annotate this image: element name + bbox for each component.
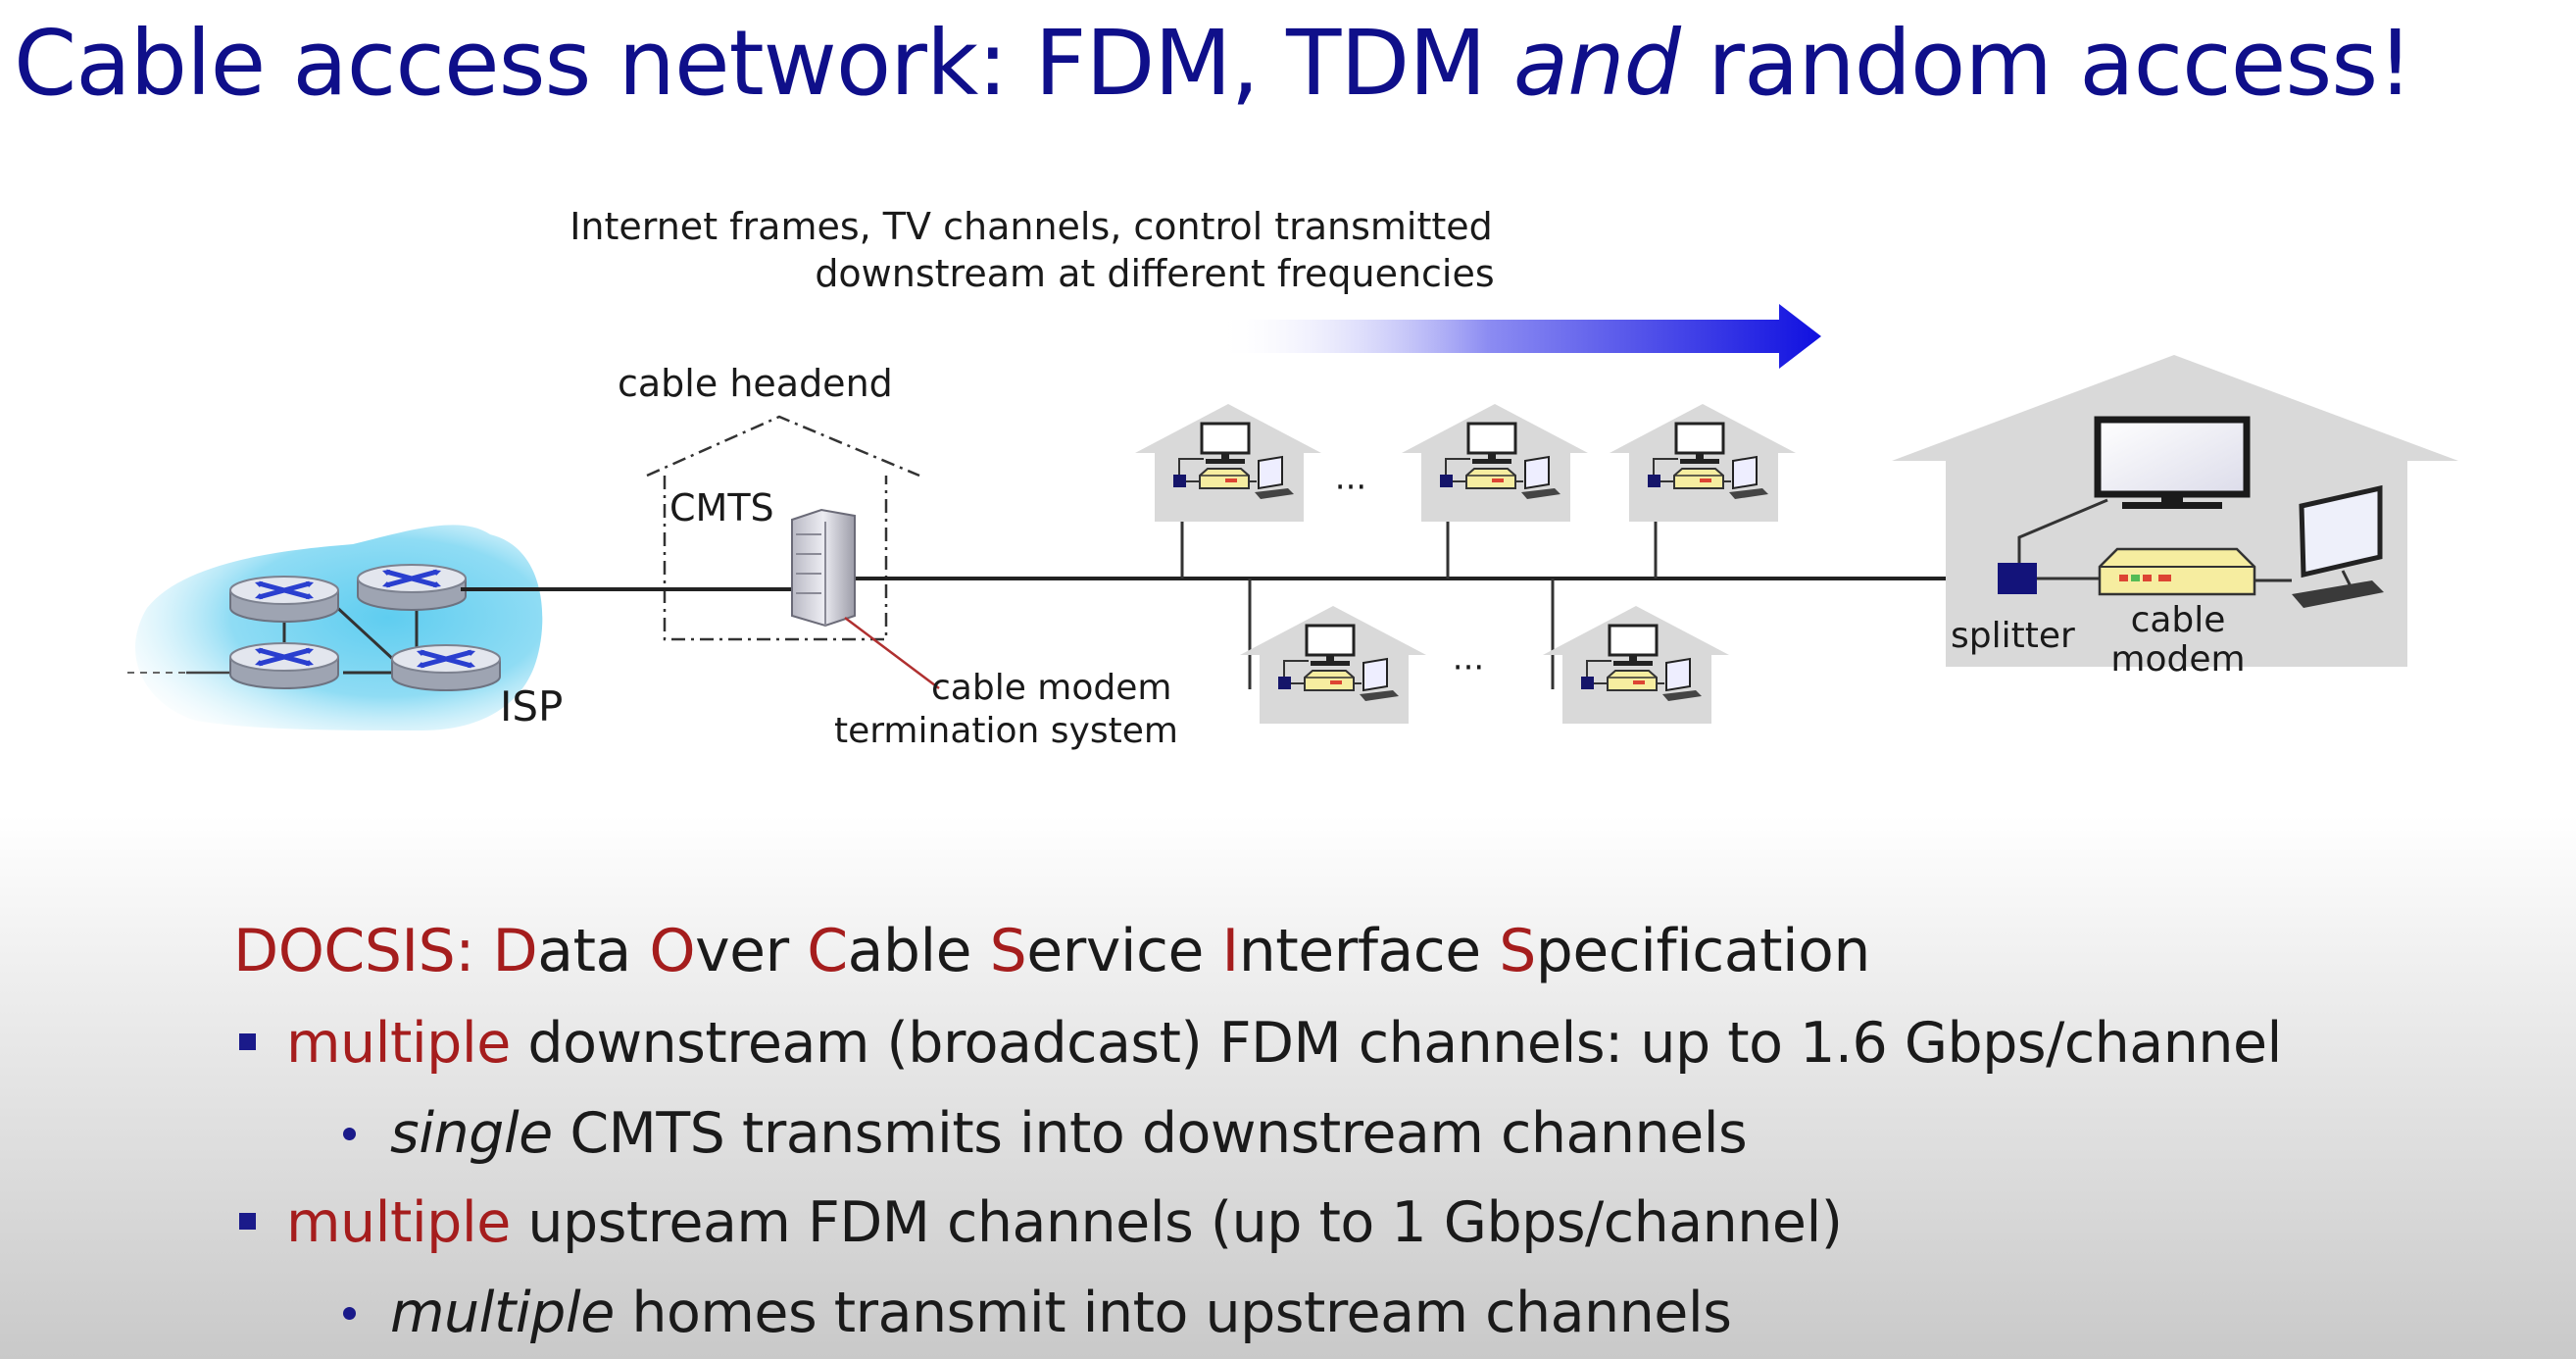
splitter-label: splitter bbox=[1951, 616, 2075, 656]
cmts-label: CMTS bbox=[669, 486, 774, 529]
bullet-single-cmts: single CMTS transmits into downstream ch… bbox=[390, 1094, 1748, 1173]
downstream-note-line-1: Internet frames, TV channels, control tr… bbox=[570, 205, 1493, 248]
docsis-initial: I bbox=[1221, 917, 1239, 985]
bullet-text: CMTS transmits into downstream channels bbox=[552, 1101, 1748, 1166]
bullet-text: downstream (broadcast) FDM channels: up … bbox=[510, 1011, 2282, 1076]
docsis-word-rest: pecification bbox=[1535, 917, 1871, 985]
bullet-multiple-homes: multiple homes transmit into upstream ch… bbox=[390, 1274, 1732, 1352]
modem-label-line-1: cable bbox=[2131, 600, 2226, 640]
docsis-word-rest: nterface bbox=[1238, 917, 1500, 985]
splitter-icon bbox=[1998, 563, 2037, 594]
bullet-emphasis: multiple bbox=[390, 1281, 615, 1345]
house-icon bbox=[1133, 402, 1323, 524]
slide-title: Cable access network: FDM, TDM and rando… bbox=[14, 0, 2413, 127]
cmts-desc-line-1: cable modem bbox=[931, 668, 1171, 708]
bullet-dot-icon bbox=[343, 1307, 356, 1320]
bullet-square-icon bbox=[239, 1033, 256, 1050]
ellipsis-lower: ··· bbox=[1453, 648, 1484, 687]
docsis-word-rest: ata bbox=[537, 917, 650, 985]
headend-label: cable headend bbox=[618, 362, 893, 405]
bullet-downstream: multiple downstream (broadcast) FDM chan… bbox=[286, 1004, 2282, 1082]
isp-cloud bbox=[135, 525, 543, 730]
title-emphasis: and bbox=[1512, 11, 1681, 116]
modem-label-line-2: modem bbox=[2110, 639, 2245, 680]
isp-label: ISP bbox=[500, 682, 563, 730]
docsis-initial: C bbox=[807, 917, 848, 985]
house-icon bbox=[1608, 402, 1798, 524]
bullet-text: homes transmit into upstream channels bbox=[614, 1281, 1732, 1345]
docsis-word-rest: ervice bbox=[1026, 917, 1222, 985]
router-icon bbox=[392, 645, 500, 690]
title-part-2: random access! bbox=[1679, 11, 2413, 116]
router-icon bbox=[230, 577, 338, 622]
bullet-text: upstream FDM channels (up to 1 Gbps/chan… bbox=[510, 1190, 1843, 1255]
docsis-word-rest: able bbox=[847, 917, 990, 985]
house-icon bbox=[1238, 604, 1428, 726]
bullet-emphasis: multiple bbox=[286, 1011, 511, 1076]
cable-network-diagram: Internet frames, TV channels, control tr… bbox=[127, 205, 2458, 751]
bullet-square-icon bbox=[239, 1213, 256, 1230]
router-icon bbox=[358, 565, 466, 610]
bullet-emphasis: multiple bbox=[286, 1190, 511, 1255]
title-part-1: Cable access network: FDM, TDM bbox=[14, 11, 1513, 116]
downstream-note-line-2: downstream at different frequencies bbox=[815, 252, 1494, 295]
docsis-initial: D bbox=[492, 917, 538, 985]
bullet-emphasis: single bbox=[390, 1101, 553, 1166]
headend-outline bbox=[646, 415, 920, 641]
docsis-word-rest: ver bbox=[695, 917, 808, 985]
router-icon bbox=[230, 643, 338, 688]
docsis-heading: DOCSIS: Data Over Cable Service Interfac… bbox=[233, 912, 1870, 990]
cmts-desc-line-2: termination system bbox=[834, 711, 1178, 751]
bullet-dot-icon bbox=[343, 1128, 356, 1140]
docsis-prefix: DOCSIS: bbox=[233, 917, 493, 985]
docsis-initial: S bbox=[989, 917, 1027, 985]
ellipsis-upper: ··· bbox=[1335, 468, 1366, 507]
house-icon bbox=[1400, 402, 1590, 524]
docsis-initial: S bbox=[1499, 917, 1536, 985]
house-icon bbox=[1541, 604, 1731, 726]
downstream-arrow bbox=[1215, 304, 1821, 369]
bullet-upstream: multiple upstream FDM channels (up to 1 … bbox=[286, 1183, 1843, 1262]
docsis-initial: O bbox=[649, 917, 696, 985]
cmts-rack-icon bbox=[791, 508, 856, 628]
